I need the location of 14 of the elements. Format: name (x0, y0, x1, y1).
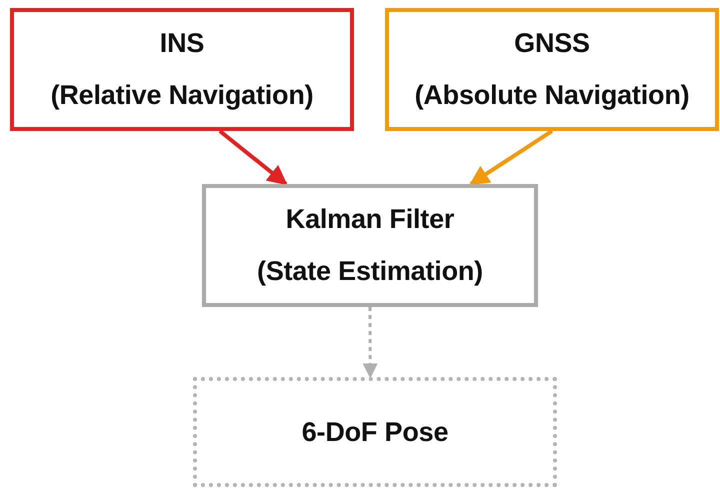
box-title: INS (160, 28, 204, 60)
arrow (218, 129, 288, 186)
box-subtitle: (Absolute Navigation) (414, 80, 690, 111)
process-box (202, 184, 538, 307)
box-title: GNSS (514, 28, 590, 60)
arrow (469, 129, 554, 186)
box-subtitle: (State Estimation) (257, 256, 483, 287)
arrow (362, 307, 378, 378)
box-title: 6-DoF Pose (302, 416, 448, 448)
box-title: Kalman Filter (286, 204, 454, 236)
process-box (193, 377, 557, 487)
process-box (10, 8, 354, 131)
process-box (385, 8, 719, 131)
box-subtitle: (Relative Navigation) (50, 80, 314, 111)
